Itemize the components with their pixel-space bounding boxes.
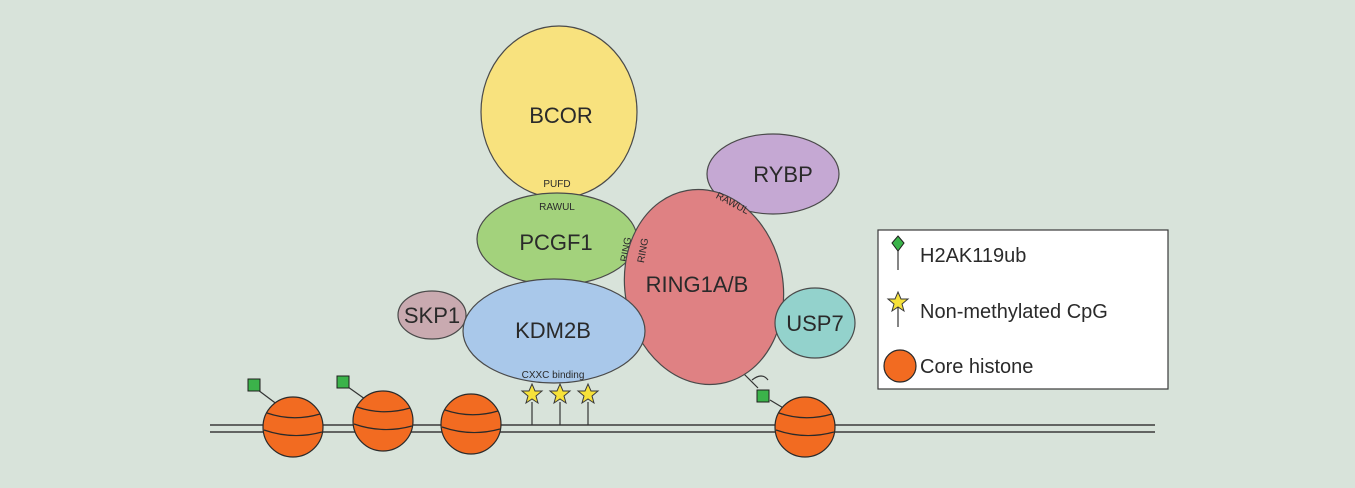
kdm2b-label: KDM2B (515, 318, 591, 343)
bcor-protein: BCOR PUFD (480, 25, 638, 199)
legend-label-histone: Core histone (920, 356, 1033, 378)
ubiquitin-mark (336, 375, 350, 389)
cpg-star-icon (886, 290, 910, 313)
nucleosome-4 (741, 371, 836, 458)
ubiquitin-mark (756, 389, 770, 403)
legend-box (877, 229, 1169, 390)
nucleosome-3 (440, 393, 502, 455)
legend: H2AK119ub Non-methylated CpG Core histon… (877, 229, 1169, 390)
dna-strand (210, 424, 1155, 433)
usp7-protein: USP7 (774, 287, 856, 359)
core-histone (262, 396, 324, 458)
legend-item-h2ak119ub: H2AK119ub (891, 235, 1026, 270)
ring1-ring-domain-label: RING (636, 237, 651, 264)
cpg-star-icon (576, 382, 600, 405)
legend-item-cpg: Non-methylated CpG (886, 290, 1108, 327)
core-histone (440, 393, 502, 455)
cpg-star-icon (548, 382, 572, 405)
rybp-protein: RYBP (706, 133, 840, 215)
kdm2b-protein: KDM2B CXXC binding (462, 278, 646, 384)
legend-item-histone: Core histone (883, 349, 1033, 383)
usp7-label: USP7 (786, 311, 843, 336)
cpg-markers (520, 382, 600, 425)
rybp-label: RYBP (753, 162, 813, 187)
nucleosome-2 (336, 375, 414, 452)
core-histone-icon (883, 349, 917, 383)
skp1-protein: SKP1 (397, 290, 467, 340)
pcgf1-label: PCGF1 (519, 230, 592, 255)
nucleosome-1 (247, 378, 324, 458)
pufd-domain-label: PUFD (543, 179, 570, 190)
ring1ab-label: RING1A/B (646, 272, 749, 297)
cxxc-binding-label: CXXC binding (522, 370, 585, 381)
cpg-star-icon (520, 382, 544, 405)
core-histone (774, 396, 836, 458)
core-histone (352, 390, 414, 452)
ubiquitin-mark (247, 378, 261, 392)
pcgf1-protein: PCGF1 RAWUL RING (476, 192, 638, 286)
legend-label-h2ak119ub: H2AK119ub (920, 245, 1026, 267)
legend-label-cpg: Non-methylated CpG (920, 301, 1108, 323)
skp1-label: SKP1 (404, 303, 460, 328)
pcgf1-rawul-domain-label: RAWUL (539, 202, 575, 213)
ubiquitin-icon (891, 235, 905, 252)
bcor-label: BCOR (529, 103, 593, 128)
